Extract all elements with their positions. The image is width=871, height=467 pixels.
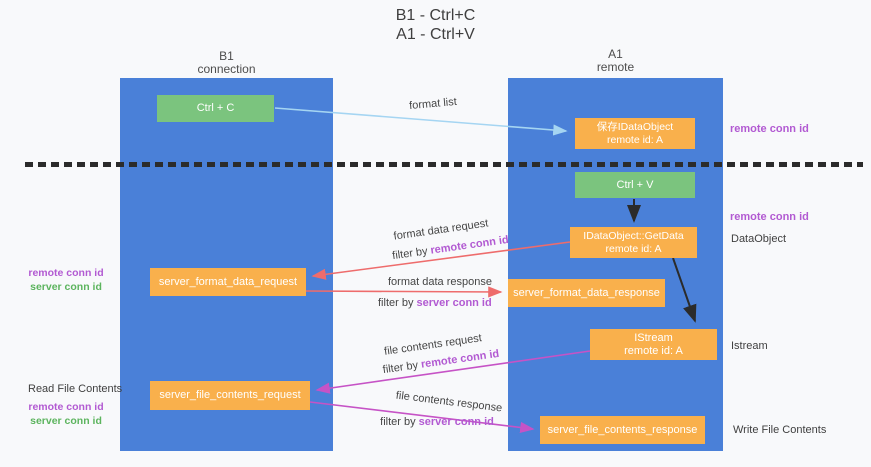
right-label-istream: Istream: [731, 340, 768, 352]
node-ctrl-v-label: Ctrl + V: [616, 178, 654, 191]
left-remote-conn-id-2: remote conn id: [28, 401, 104, 413]
page-title: B1 - Ctrl+C A1 - Ctrl+V: [0, 6, 871, 44]
left-conn-id-stack-file: remote conn id server conn id: [22, 400, 110, 428]
node-idataobject-getdata: IDataObject::GetData remote id: A: [570, 227, 697, 258]
remote-conn-id-accent: remote conn id: [429, 233, 510, 257]
filter-by-text: filter by: [380, 416, 419, 428]
right-label-remote-conn-id-2: remote conn id: [730, 211, 809, 223]
title-line-2: A1 - Ctrl+V: [396, 26, 475, 43]
lane-b1-subtitle: connection: [197, 62, 256, 76]
node-istream-line1: IStream: [634, 331, 673, 344]
node-save-idataobject-line1: 保存IDataObject: [596, 120, 674, 133]
node-server-format-data-request: server_format_data_request: [150, 268, 306, 296]
node-server-file-contents-request-label: server_file_contents_request: [159, 389, 301, 401]
lane-header-b1: B1 connection: [120, 50, 333, 76]
left-label-read-file-contents: Read File Contents: [28, 383, 123, 395]
left-server-conn-id-2: server conn id: [30, 415, 102, 427]
right-label-remote-conn-id-1: remote conn id: [730, 123, 809, 135]
remote-conn-id-accent: remote conn id: [420, 347, 500, 371]
node-idataobject-getdata-line1: IDataObject::GetData: [583, 229, 684, 242]
server-conn-id-accent: server conn id: [418, 416, 494, 428]
node-idataobject-getdata-line2: remote id: A: [605, 242, 662, 255]
lane-a1-name: A1: [608, 47, 623, 61]
edge-label-filter-server-1: filter by server conn id: [378, 297, 492, 309]
node-ctrl-v: Ctrl + V: [575, 172, 695, 198]
filter-by-text: filter by: [378, 297, 417, 309]
left-conn-id-stack-format: remote conn id server conn id: [22, 266, 110, 294]
edge-label-file-contents-response: file contents response: [395, 389, 503, 415]
node-istream-line2: remote id: A: [624, 344, 683, 357]
server-conn-id-accent: server conn id: [416, 297, 492, 309]
left-remote-conn-id-1: remote conn id: [28, 267, 104, 279]
filter-by-text: filter by: [391, 244, 432, 263]
node-ctrl-c: Ctrl + C: [157, 95, 274, 122]
edge-label-filter-server-2: filter by server conn id: [380, 416, 494, 428]
session-divider-dashed-line: [25, 162, 863, 167]
node-server-format-data-response: server_format_data_response: [508, 279, 665, 307]
node-server-file-contents-response-label: server_file_contents_response: [547, 423, 698, 436]
node-istream: IStream remote id: A: [590, 329, 717, 360]
edge-label-format-list: format list: [408, 95, 458, 113]
lane-b1-name: B1: [219, 49, 234, 63]
node-server-format-data-request-label: server_format_data_request: [158, 275, 298, 288]
node-save-idataobject-line2: remote id: A: [606, 133, 664, 146]
title-line-1: B1 - Ctrl+C: [395, 7, 476, 24]
node-ctrl-c-label: Ctrl + C: [196, 102, 235, 114]
node-server-format-data-response-label: server_format_data_response: [513, 286, 660, 299]
right-label-write-file-contents: Write File Contents: [733, 424, 827, 436]
filter-by-text: filter by: [382, 358, 422, 377]
left-server-conn-id-1: server conn id: [30, 281, 102, 293]
node-server-file-contents-response: server_file_contents_response: [540, 416, 705, 444]
node-server-file-contents-request: server_file_contents_request: [150, 381, 310, 410]
node-save-idataobject: 保存IDataObject remote id: A: [575, 118, 695, 149]
lane-a1-subtitle: remote: [596, 60, 635, 74]
arrow-format-data-response: [305, 286, 503, 298]
lane-header-a1: A1 remote: [508, 48, 723, 74]
right-label-dataobject: DataObject: [731, 233, 787, 245]
edge-label-format-data-response: format data response: [388, 276, 492, 288]
